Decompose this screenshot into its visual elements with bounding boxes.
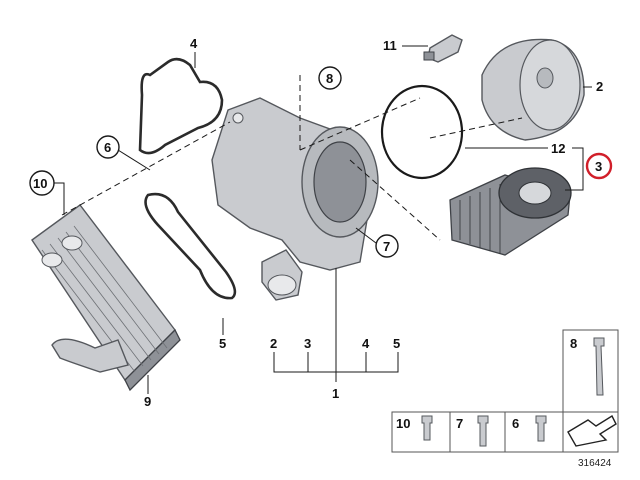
- callout-4: 4: [190, 36, 198, 51]
- oil-pressure-sensor[interactable]: [423, 34, 463, 63]
- legend-item-10: 10: [396, 416, 410, 431]
- oil-filter-housing[interactable]: [211, 97, 379, 301]
- arrow-icon: [567, 414, 617, 447]
- bolt-8-icon: [593, 337, 605, 396]
- legend-item-6: 6: [512, 416, 519, 431]
- legend-item-8: 8: [570, 336, 577, 351]
- bolt-6-icon: [535, 415, 547, 442]
- callout-10: 10: [33, 176, 47, 191]
- callout-3: 3: [595, 159, 602, 174]
- gasket-6[interactable]: [144, 192, 237, 300]
- gasket-4[interactable]: [138, 57, 224, 155]
- callout-7: 7: [383, 239, 390, 254]
- oil-filter-element[interactable]: [449, 167, 572, 256]
- callout-11: 11: [383, 38, 397, 53]
- callout-9: 9: [144, 394, 151, 409]
- filter-cover[interactable]: [481, 38, 585, 141]
- legend-item-7: 7: [456, 416, 463, 431]
- callout-1: 1: [332, 386, 339, 401]
- callout-2: 2: [596, 79, 603, 94]
- row-label-4: 4: [362, 336, 370, 351]
- diagram-number: 316424: [578, 458, 612, 469]
- oil-cooler[interactable]: [31, 204, 181, 392]
- callout-5-gasket: 5: [219, 336, 226, 351]
- callout-12: 12: [551, 141, 565, 156]
- bolt-7-icon: [477, 415, 489, 447]
- legend-box: 8 10 7 6: [391, 329, 619, 453]
- row-label-2: 2: [270, 336, 277, 351]
- callout-6: 6: [104, 140, 111, 155]
- callout-8: 8: [326, 71, 333, 86]
- sealing-ring[interactable]: [380, 84, 464, 180]
- row-label-3: 3: [304, 336, 311, 351]
- row-label-5: 5: [393, 336, 400, 351]
- bolt-10-icon: [421, 415, 433, 441]
- highlight-ring-3[interactable]: [585, 152, 613, 180]
